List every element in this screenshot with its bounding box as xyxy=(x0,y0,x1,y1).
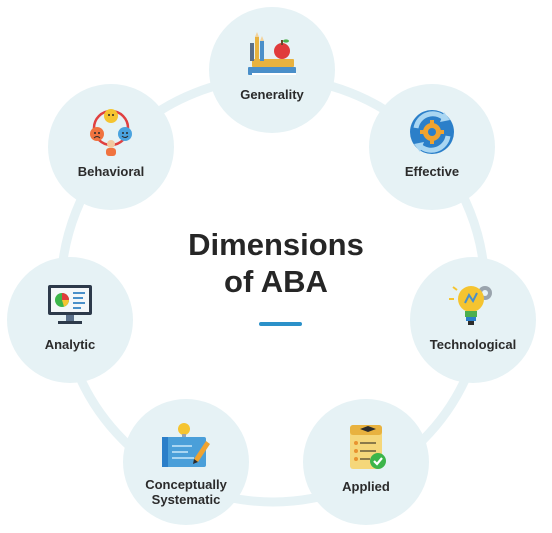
node-effective: Effective xyxy=(369,84,495,210)
title-line-1: Dimensions xyxy=(188,227,364,262)
node-label-generality: Generality xyxy=(240,87,304,102)
node-label-effective: Effective xyxy=(404,164,460,179)
title-line-2: of ABA xyxy=(224,264,328,299)
node-technological: Technological xyxy=(410,257,536,383)
books-pencils-apple-icon xyxy=(248,32,296,75)
blueprint-pencil-icon xyxy=(162,423,210,467)
node-analytic: Analytic xyxy=(7,257,133,383)
node-label-conceptually-systematic: Conceptually Systematic xyxy=(145,477,227,507)
node-generality: Generality xyxy=(209,7,335,133)
node-label-technological: Technological xyxy=(429,337,517,352)
node-behavioral: Behavioral xyxy=(48,84,174,210)
node-applied: Applied xyxy=(303,399,429,525)
checklist-certificate-icon xyxy=(350,425,386,469)
node-label-analytic: Analytic xyxy=(44,337,96,352)
emotions-person-icon xyxy=(90,109,132,156)
monitor-chart-icon xyxy=(48,285,92,324)
node-conceptually-systematic: Conceptually Systematic xyxy=(123,399,249,525)
node-label-behavioral: Behavioral xyxy=(77,164,145,179)
cycle-gear-icon xyxy=(410,110,454,154)
node-label-applied: Applied xyxy=(342,479,390,494)
diagram-title: Dimensions of ABA xyxy=(176,226,376,300)
title-underline xyxy=(259,322,302,326)
lightbulb-gear-icon xyxy=(449,286,492,325)
